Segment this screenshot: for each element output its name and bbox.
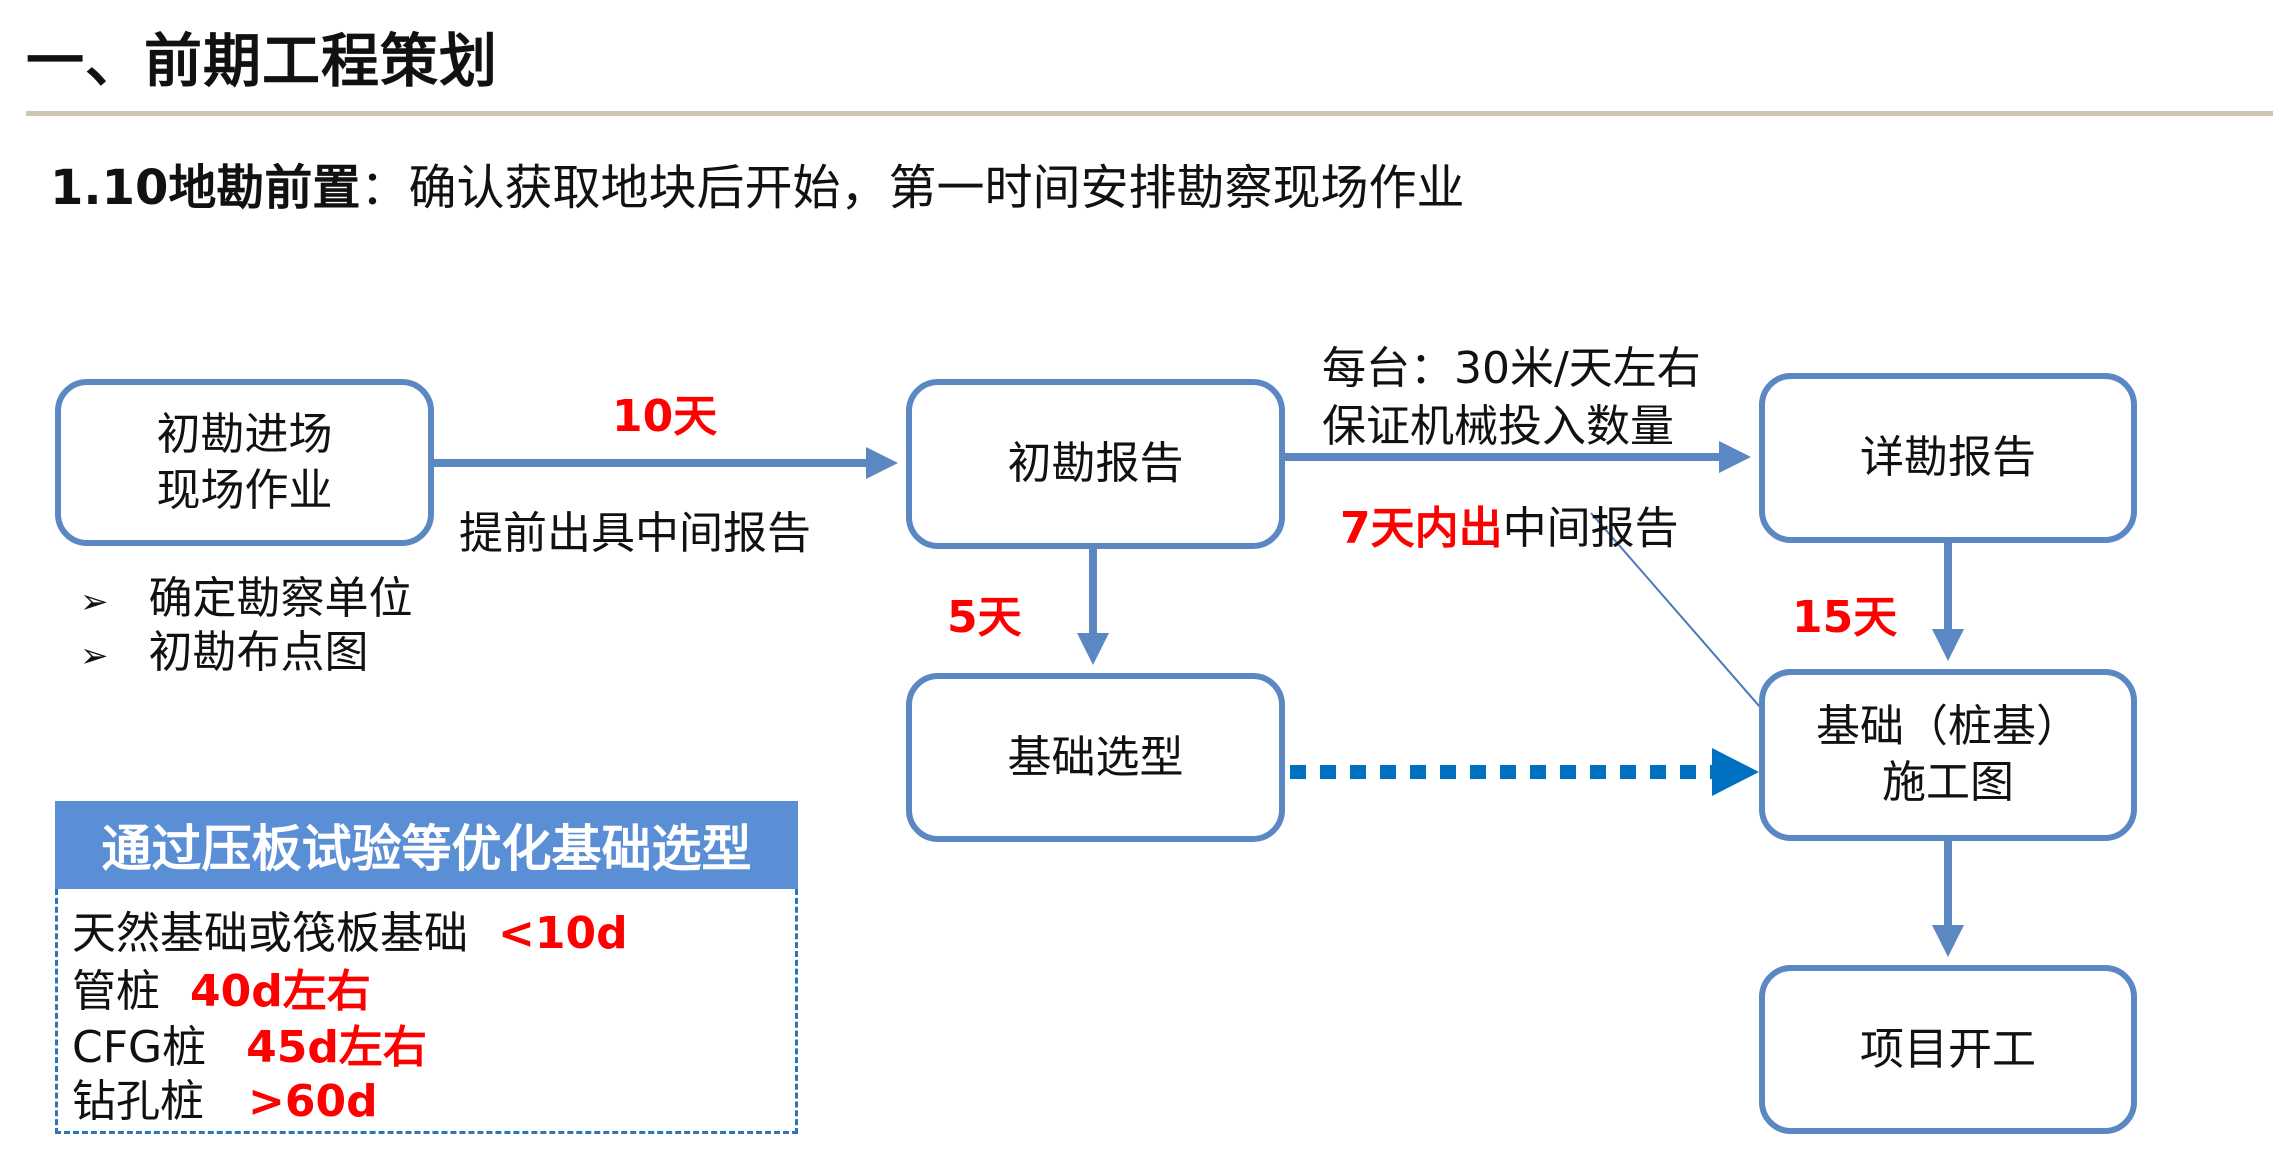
- option-row: 管桩 40d左右: [72, 955, 371, 1019]
- option-value: 40d左右: [190, 966, 371, 1017]
- option-row: 钻孔桩 >60d: [72, 1065, 378, 1129]
- option-value: 45d左右: [246, 1022, 427, 1073]
- dotted-arrow-head: [1712, 748, 1759, 796]
- option-name: 天然基础或筏板基础: [72, 908, 468, 959]
- bullet-text: 初勘布点图: [148, 627, 369, 678]
- duration-5-days: 5天: [947, 592, 1022, 643]
- arrowhead-bullet-icon: ➢: [80, 636, 109, 676]
- title-divider: [26, 111, 2273, 116]
- subtitle-text: ：确认获取地块后开始，第一时间安排勘察现场作业: [360, 160, 1465, 216]
- subtitle-bold: 1.10地勘前置: [50, 160, 361, 216]
- box-initial-field-work: 初勘进场现场作业: [55, 379, 434, 546]
- arrow2-note-line-1: 每台：30米/天左右: [1322, 343, 1701, 394]
- interim-days: 7天内出: [1340, 503, 1503, 554]
- arrow2-interim-note: 7天内出中间报告: [1340, 492, 1679, 556]
- bullet-text: 确定勘察单位: [148, 573, 413, 624]
- arrowhead-bullet-icon: ➢: [80, 582, 109, 622]
- box-line: 施工图: [1882, 757, 2014, 808]
- optimization-list-box: [55, 889, 798, 1134]
- page-title: 一、前期工程策划: [26, 27, 499, 95]
- option-name: 钻孔桩: [72, 1076, 204, 1127]
- duration-15-days: 15天: [1792, 592, 1898, 643]
- bullet-item: ➢ 确定勘察单位: [80, 562, 413, 626]
- box-foundation-type: 基础选型: [906, 673, 1285, 842]
- option-name: 管桩: [72, 966, 160, 1017]
- box-detailed-report: 详勘报告: [1759, 373, 2137, 543]
- box-initial-report: 初勘报告: [906, 379, 1285, 549]
- option-row: CFG桩 45d左右: [72, 1011, 427, 1075]
- option-value: >60d: [248, 1076, 378, 1127]
- option-value: <10d: [498, 908, 628, 959]
- duration-10-days: 10天: [612, 391, 718, 442]
- bullet-item: ➢ 初勘布点图: [80, 616, 369, 680]
- box-line: 现场作业: [156, 464, 333, 516]
- arrow2-note-line-2: 保证机械投入数量: [1322, 401, 1674, 452]
- optimization-header: 通过压板试验等优化基础选型: [55, 801, 798, 889]
- arrow1-note: 提前出具中间报告: [459, 508, 811, 559]
- section-subtitle: 1.10地勘前置：确认获取地块后开始，第一时间安排勘察现场作业: [50, 148, 1464, 218]
- box-line: 基础（桩基）: [1816, 701, 2080, 752]
- box-project-start: 项目开工: [1759, 965, 2137, 1134]
- interim-text: 中间报告: [1502, 503, 1679, 554]
- box-line: 初勘进场: [156, 408, 333, 460]
- option-row: 天然基础或筏板基础 <10d: [72, 897, 628, 961]
- box-construction-drawing: 基础（桩基）施工图: [1759, 669, 2137, 841]
- option-name: CFG桩: [72, 1022, 207, 1073]
